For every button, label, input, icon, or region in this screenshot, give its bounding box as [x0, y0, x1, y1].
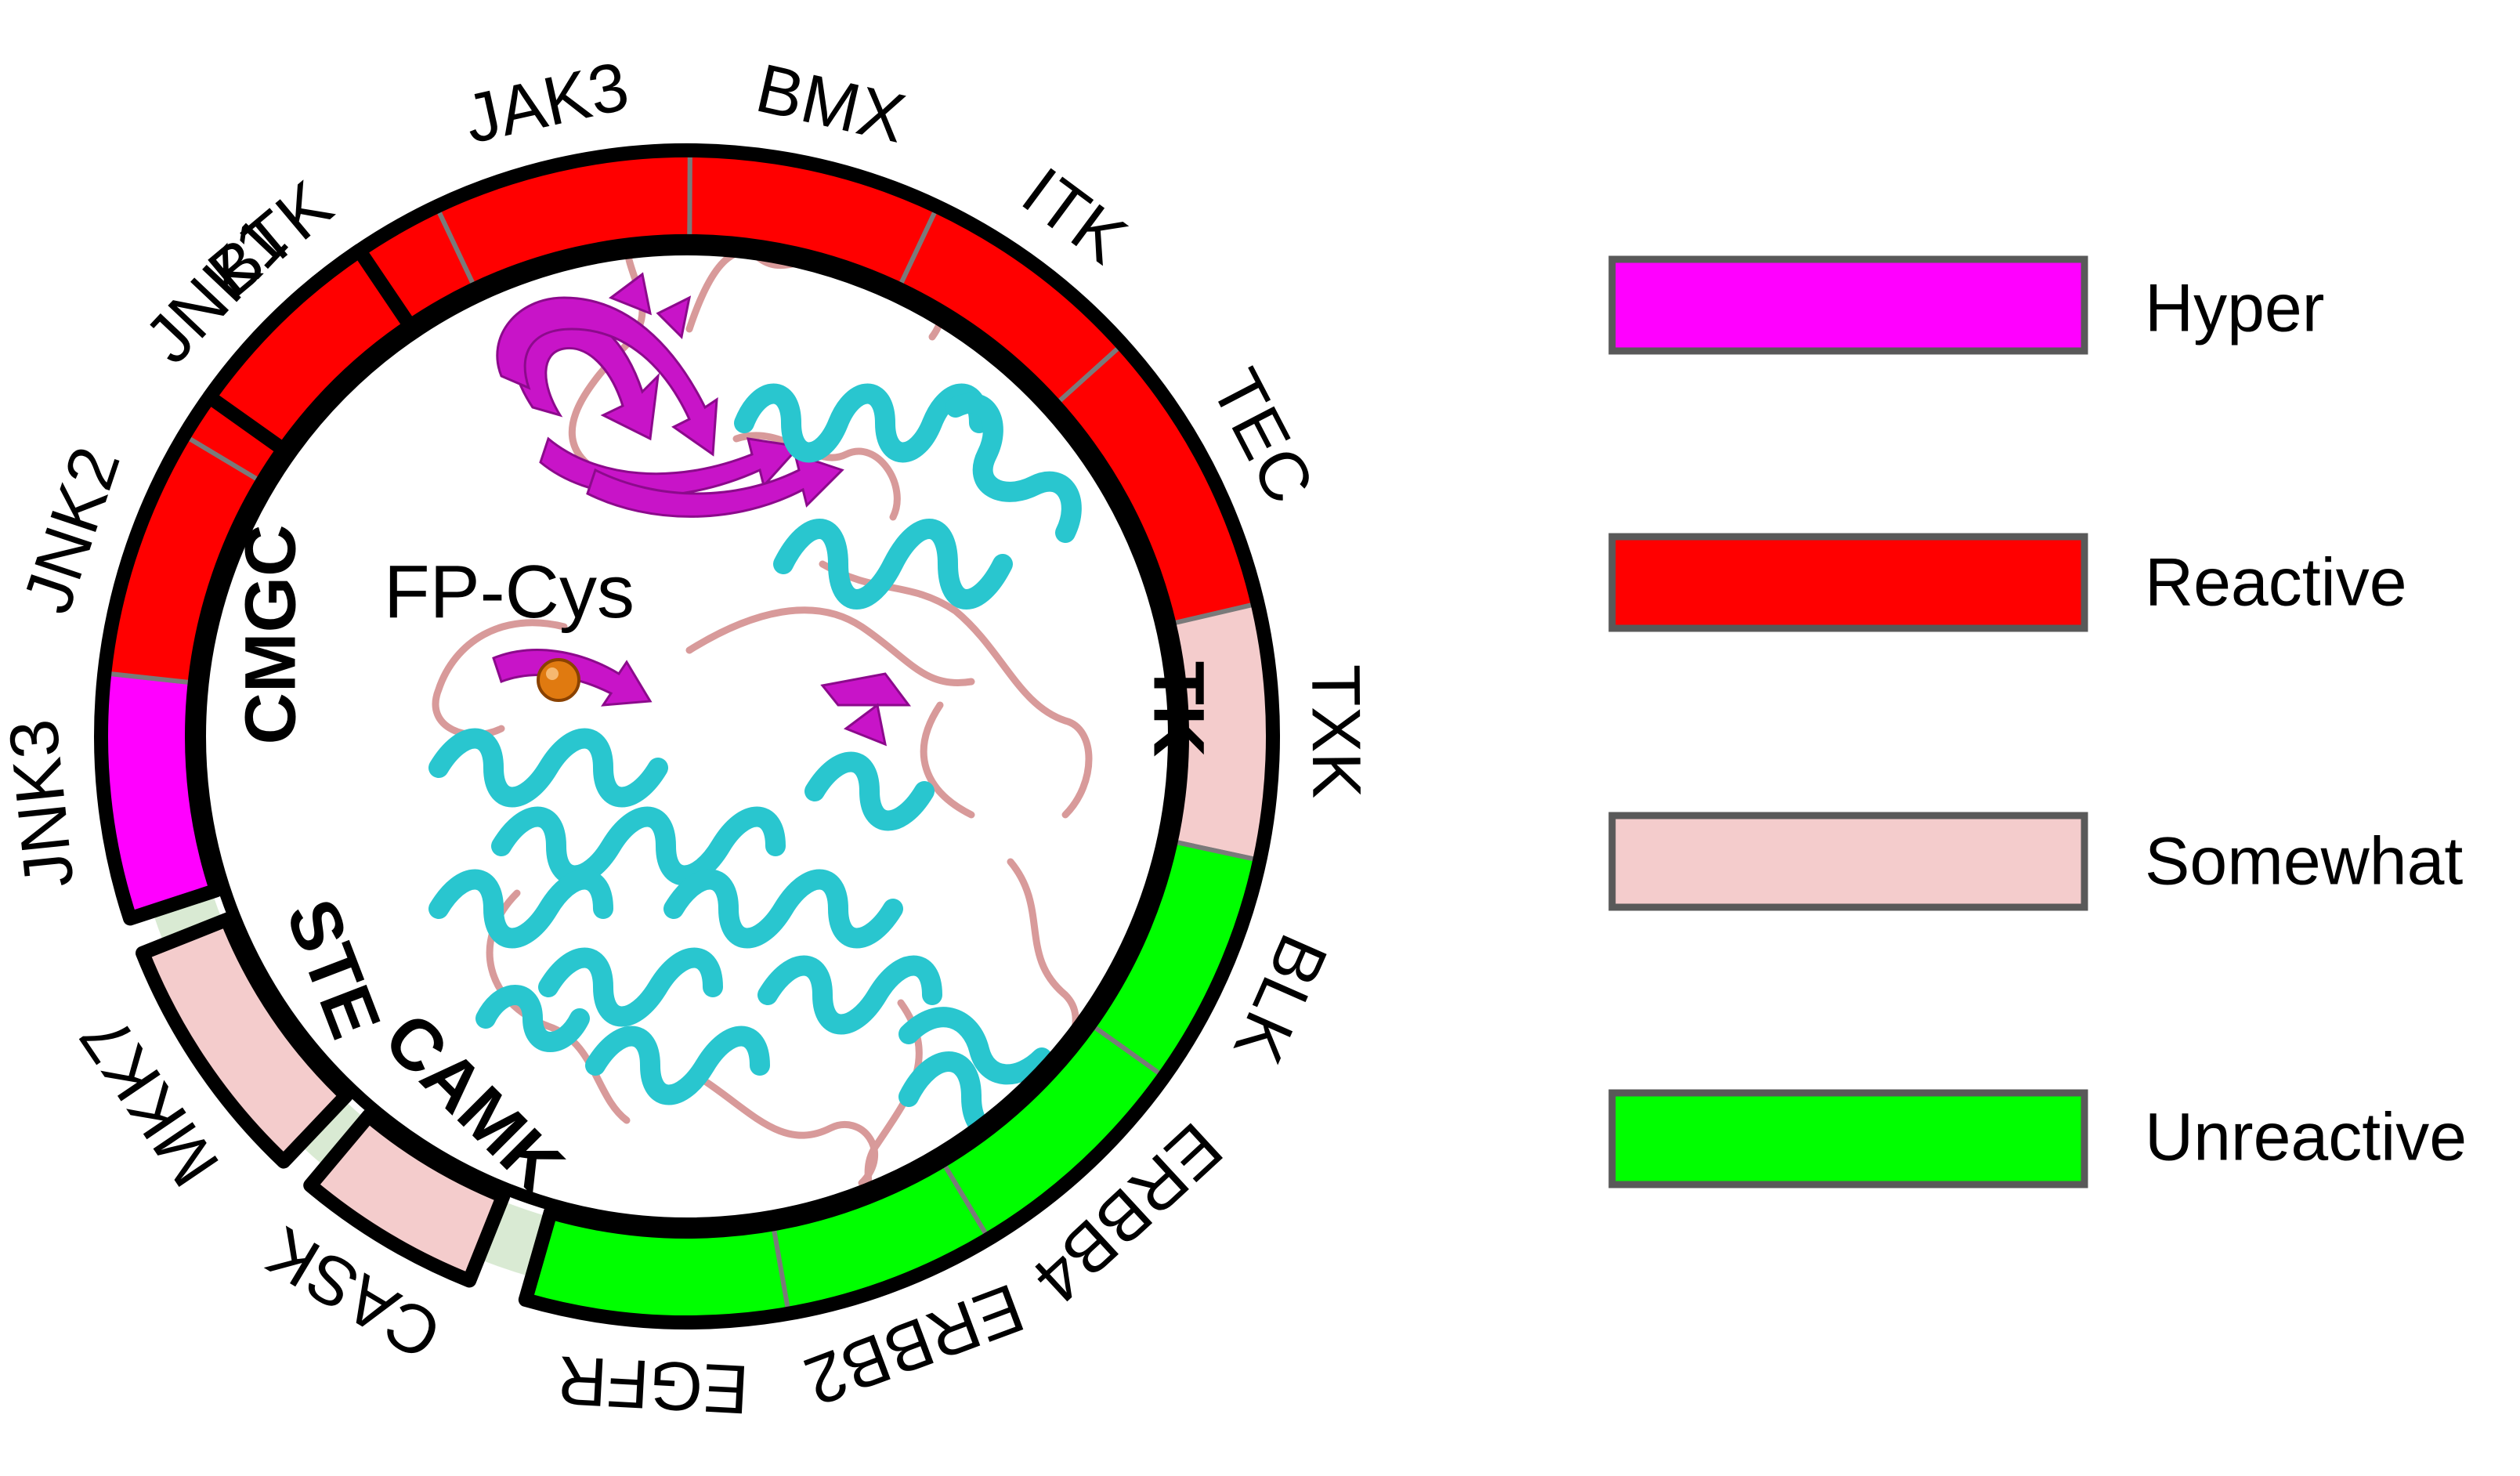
legend-swatch-hyper: [1608, 255, 2088, 355]
legend-item-somewhat: Somewhat: [1608, 812, 2463, 911]
ring-gap-1: [299, 1098, 366, 1168]
legend-label-hyper: Hyper: [2145, 271, 2324, 346]
group-outline-cmgc: [94, 243, 418, 926]
ring-gap-2: [152, 892, 223, 945]
group-outline-ste: [136, 912, 353, 1169]
legend-swatch-unreactive: [1608, 1089, 2088, 1188]
legend-swatch-reactive: [1608, 533, 2088, 632]
inner-ring-circle: [193, 243, 1180, 1230]
kinase-label-bmx: BMX: [750, 49, 913, 157]
legend-label-reactive: Reactive: [2145, 545, 2407, 620]
group-outline-camk: [303, 1109, 511, 1288]
legend-label-unreactive: Unreactive: [2145, 1100, 2467, 1175]
legend-item-unreactive: Unreactive: [1608, 1089, 2467, 1188]
kinase-label-jnk3: JNK3: [0, 716, 88, 892]
legend-swatch-somewhat: [1608, 812, 2088, 911]
legend: Hyper Reactive Somewhat Unreactive: [1608, 255, 2467, 1188]
kinase-label-egfr: EGFR: [555, 1341, 750, 1429]
legend-label-somewhat: Somewhat: [2145, 824, 2463, 899]
family-label-tk: TK: [1139, 661, 1219, 758]
group-outline-tk: [202, 143, 1280, 1329]
family-group-outlines: [94, 143, 1280, 1329]
kinase-label-jak3: JAK3: [457, 46, 635, 157]
legend-item-hyper: Hyper: [1608, 255, 2324, 355]
legend-item-reactive: Reactive: [1608, 533, 2407, 632]
kinase-structure-ribbon: [428, 200, 1107, 1226]
family-label-cmgc: CMGC: [230, 524, 310, 744]
probe-label: FP-Cys: [384, 550, 635, 634]
kinase-label-txk: TXK: [1297, 664, 1376, 799]
